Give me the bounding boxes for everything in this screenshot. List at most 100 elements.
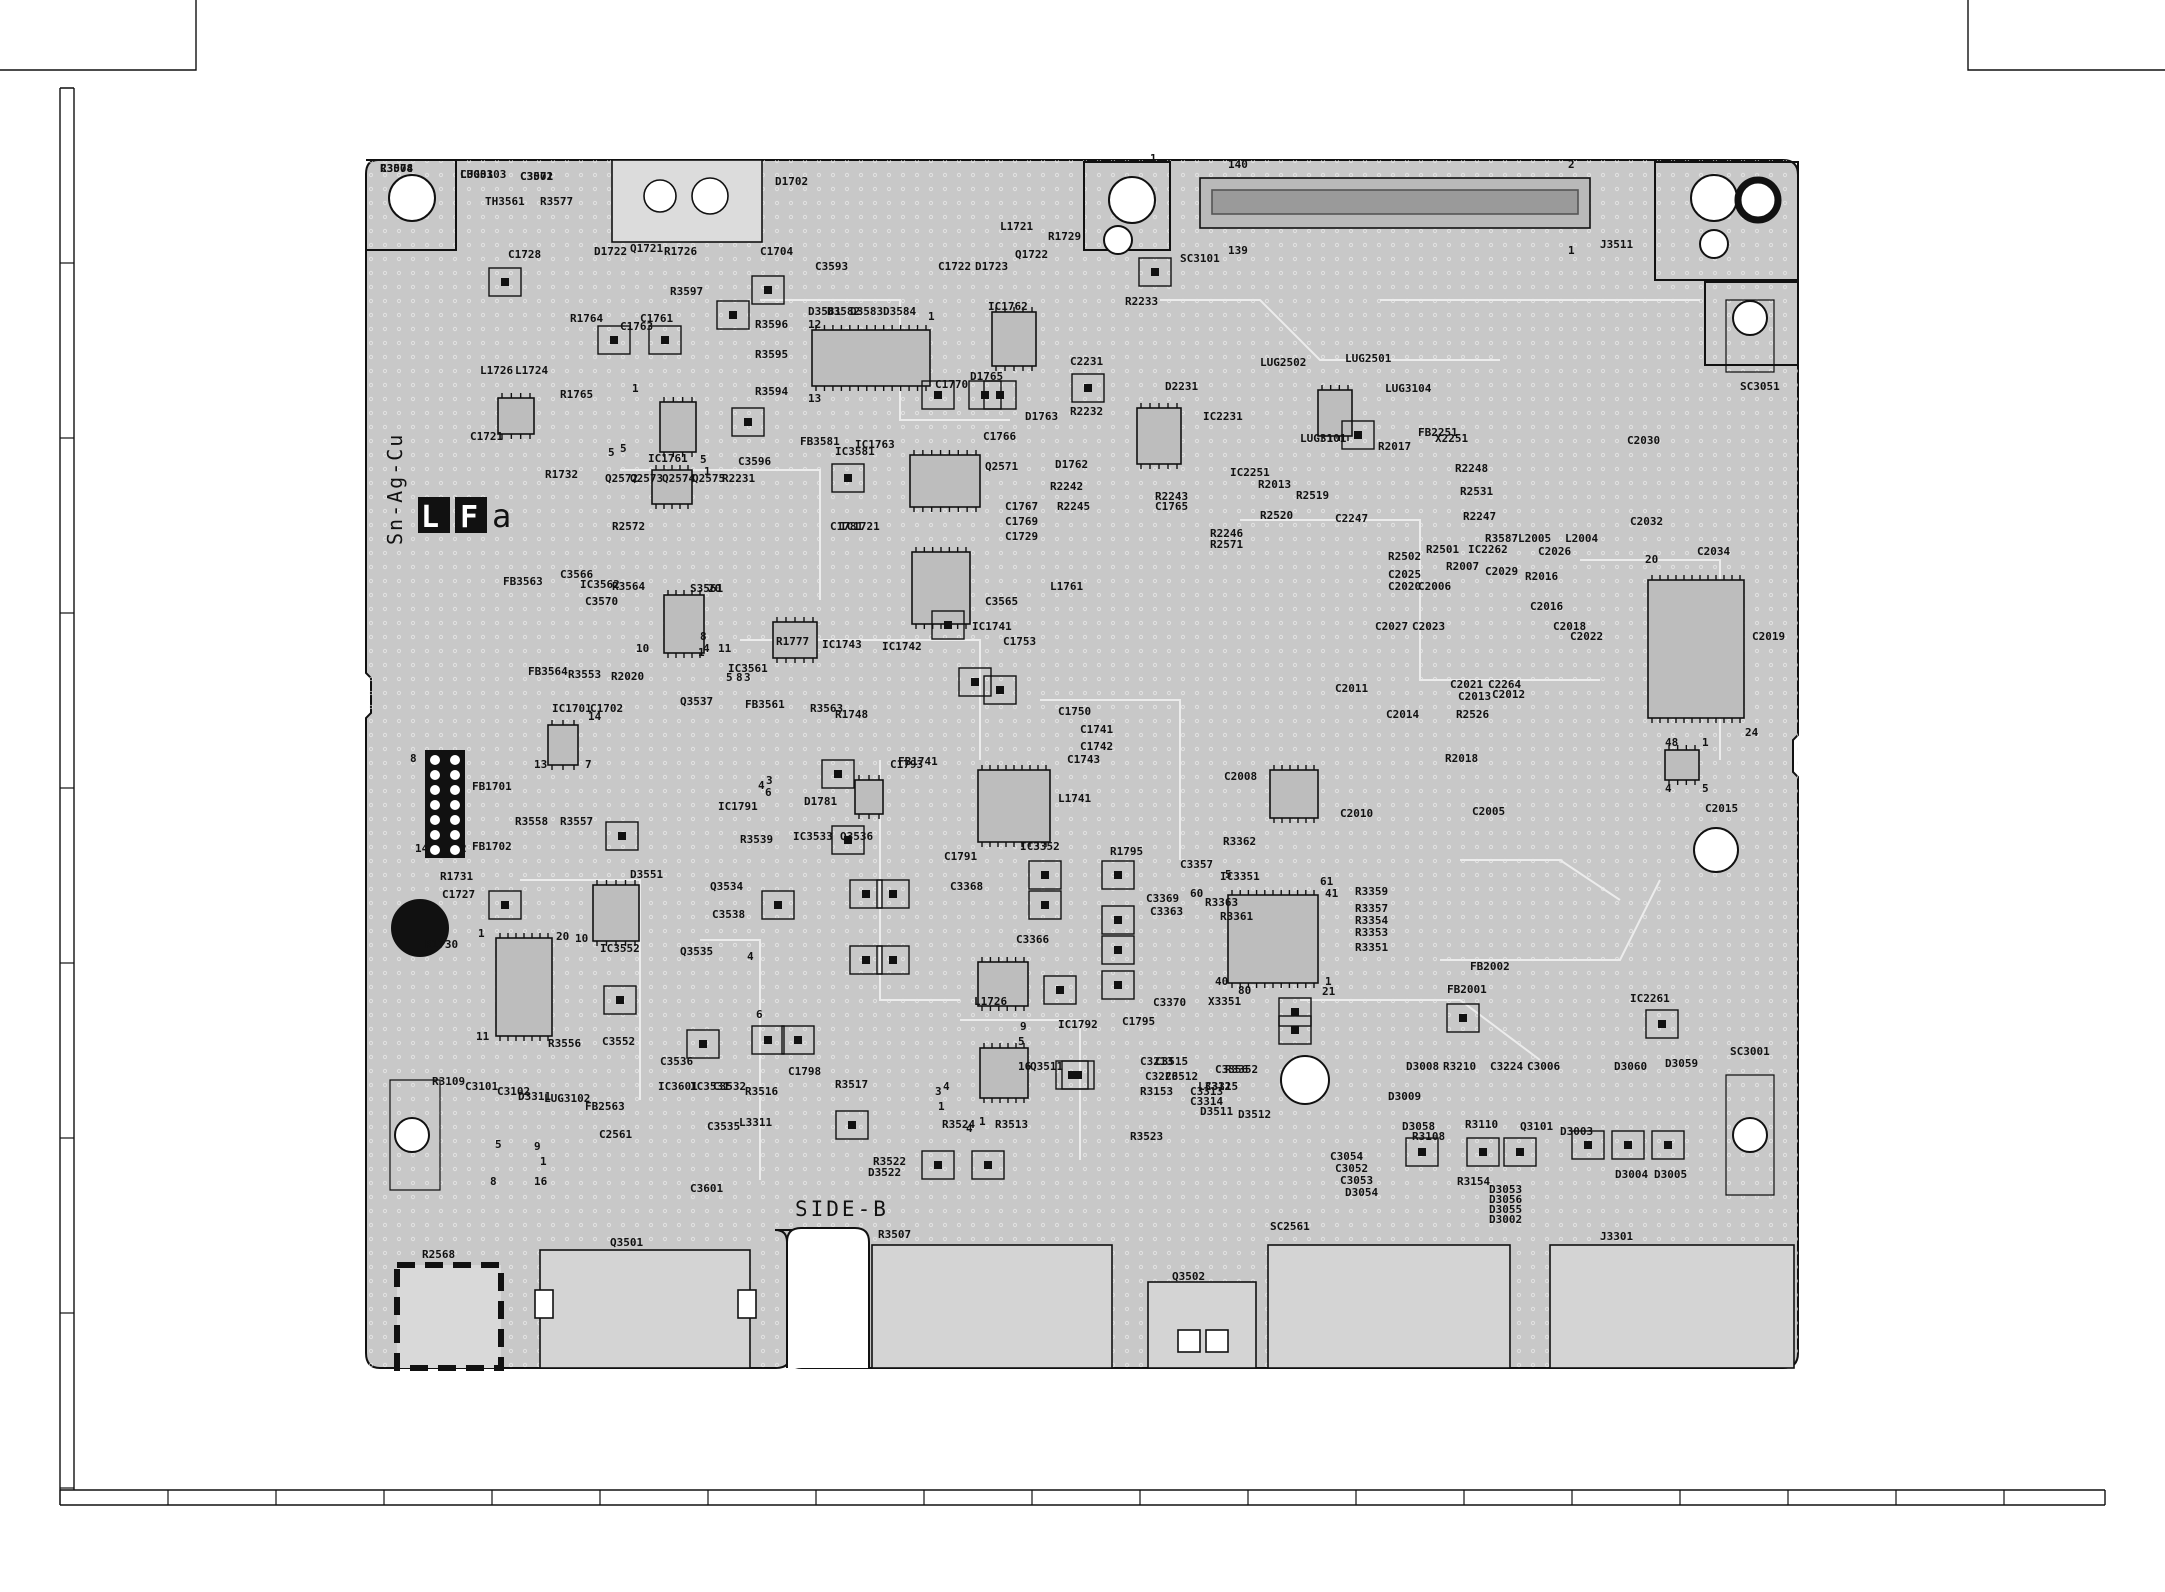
reference-label: C1721 [470, 430, 503, 443]
ic2261-chip [1664, 749, 1700, 781]
pin-number: 24 [1745, 726, 1759, 739]
reference-label: D3311 [518, 1090, 551, 1103]
pin-number: 3 [744, 671, 751, 684]
smd-part [731, 407, 765, 437]
reference-label: C3532 [713, 1080, 746, 1093]
reference-label: C2008 [1224, 770, 1257, 783]
ic3581-chip [811, 329, 931, 387]
reference-label: C2015 [1705, 802, 1738, 815]
pin-number: 8 [700, 630, 707, 643]
reference-label: C2561 [599, 1128, 632, 1141]
reference-label: FB1741 [898, 755, 938, 768]
pin-number: 80 [1238, 984, 1251, 997]
reference-label: D3009 [1388, 1090, 1421, 1103]
smd-part [1571, 1130, 1605, 1160]
reference-label: D3512 [1238, 1108, 1271, 1121]
reference-label: R3517 [835, 1078, 868, 1091]
reference-label: R3564 [612, 580, 645, 593]
reference-label: C1795 [1122, 1015, 1155, 1028]
sheet-frame [0, 0, 2165, 1506]
ic1721-chip [911, 551, 971, 625]
reference-label: R2017 [1378, 440, 1411, 453]
reference-label: LUG2502 [1260, 356, 1306, 369]
pin-number: 1 [1150, 152, 1157, 165]
pin-number: 61 [1320, 875, 1334, 888]
smd-part [849, 879, 883, 909]
reference-label: R3578 [380, 162, 413, 175]
pin-number: 4 [747, 950, 754, 963]
reference-label: IC2262 [1468, 543, 1508, 556]
pin-number: 16 [534, 1175, 548, 1188]
smd-part [1101, 860, 1135, 890]
reference-label: D1762 [1055, 458, 1088, 471]
reference-label: C2006 [1418, 580, 1451, 593]
reference-label: R2233 [1125, 295, 1158, 308]
ic1761-chip [659, 401, 697, 453]
reference-label: FB3561 [745, 698, 785, 711]
reference-label: IC3562 [580, 578, 620, 591]
reference-label: C2021 [1450, 678, 1483, 691]
reference-label: C1728 [508, 248, 541, 261]
reference-label: C1704 [760, 245, 793, 258]
smd-part [971, 1150, 1005, 1180]
reference-label: R3153 [1140, 1085, 1173, 1098]
reference-label: R3524 [942, 1118, 975, 1131]
pin-number: 10 [636, 642, 649, 655]
reference-label: R3110 [1465, 1118, 1498, 1131]
smd-part [761, 890, 795, 920]
reference-label: C3002 [520, 170, 553, 183]
reference-label: C2030 [1627, 434, 1660, 447]
reference-label: C3596 [738, 455, 771, 468]
reference-label: D3003 [1560, 1125, 1593, 1138]
reference-label: L1726 [974, 995, 1007, 1008]
ruler-ticks [59, 87, 2005, 1505]
reference-label: D1722 [594, 245, 627, 258]
smd-part [716, 300, 750, 330]
pin-number: 8 [410, 752, 417, 765]
reference-label: C2027 [1375, 620, 1408, 633]
reference-label: D1765 [970, 370, 1003, 383]
reference-label: IC1761 [648, 452, 688, 465]
reference-label: Q2574 [662, 472, 695, 485]
reference-label: L3311 [739, 1116, 772, 1129]
pin-number: 3 [935, 1085, 942, 1098]
reference-label: C3601 [690, 1182, 723, 1195]
reference-label: C3566 [560, 568, 593, 581]
side-label: SIDE-B [795, 1197, 889, 1221]
reference-label: R2526 [1456, 708, 1489, 721]
reference-label: C2011 [1335, 682, 1368, 695]
reference-label: FB2001 [1447, 983, 1487, 996]
reference-label: R2531 [1460, 485, 1493, 498]
pin-number: 16 [1018, 1060, 1032, 1073]
pin-number: 5 [620, 442, 627, 455]
lead-free-mark: L F a [418, 497, 511, 535]
pin-header [425, 750, 465, 858]
reference-label: R3354 [1355, 914, 1388, 927]
reference-label: R3523 [1130, 1130, 1163, 1143]
reference-label: C1793 [890, 758, 923, 771]
reference-label: C2012 [1492, 688, 1525, 701]
smd-parts [488, 257, 1685, 1180]
ic2231-chip [1136, 407, 1182, 465]
reference-label: C3101 [465, 1080, 498, 1093]
reference-label: FB2563 [585, 1100, 625, 1113]
reference-label: C3368 [950, 880, 983, 893]
reference-label: L1724 [515, 364, 548, 377]
ic1701-chip [547, 724, 579, 766]
reference-label: D3053 [1489, 1183, 1522, 1196]
reference-label: D3583 [850, 305, 883, 318]
smd-part [488, 890, 522, 920]
reference-label: FB2002 [1470, 960, 1510, 973]
reference-label: Q3534 [710, 880, 743, 893]
reference-label: R3556 [548, 1037, 581, 1050]
ic1792-chip [977, 961, 1029, 1007]
reference-label: D3008 [1406, 1060, 1439, 1073]
pin-number: 3 [766, 774, 773, 787]
reference-label: R3363 [1205, 896, 1238, 909]
reference-label: C1727 [442, 888, 475, 901]
reference-label: C1750 [1058, 705, 1091, 718]
reference-label: D3054 [1345, 1186, 1378, 1199]
integrated-circuits [495, 307, 1745, 1103]
reference-label: C2264 [1488, 678, 1521, 691]
